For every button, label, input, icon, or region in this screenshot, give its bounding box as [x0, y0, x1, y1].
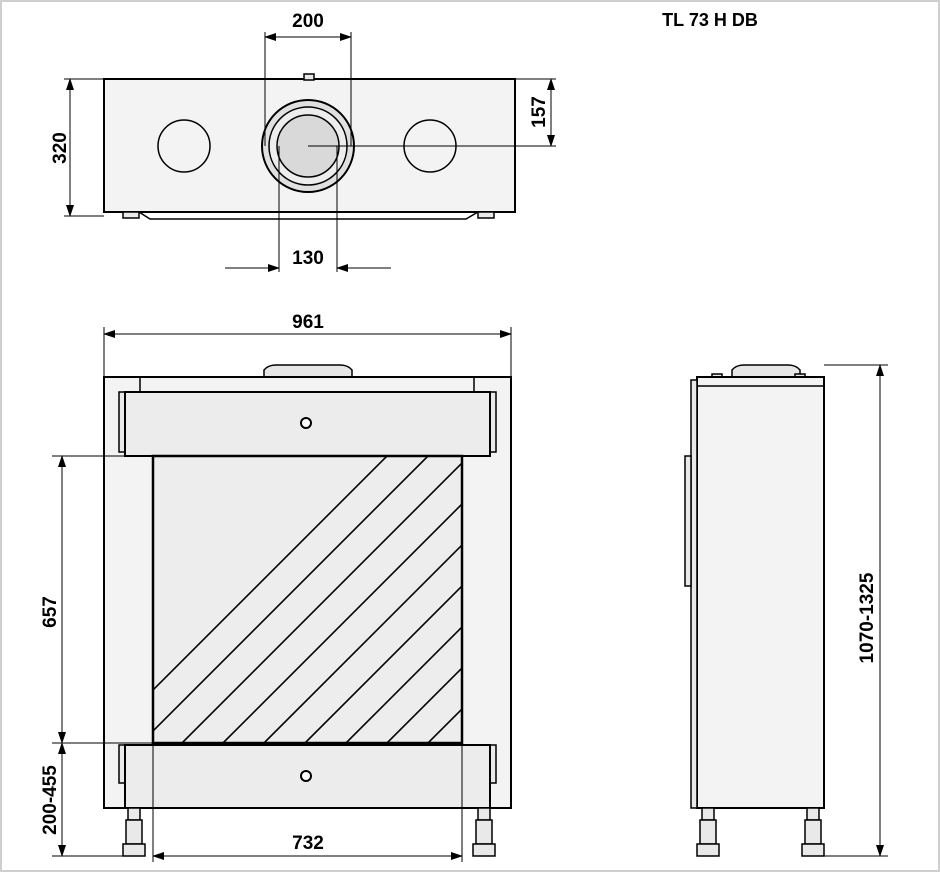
hatch-line — [386, 666, 462, 743]
dim-depth: 320 — [50, 132, 71, 164]
dim-glass-width: 732 — [292, 833, 324, 854]
glass-hatching — [153, 456, 462, 743]
top-view: 200 130 320 157 — [50, 11, 556, 272]
dim-flue-outer: 200 — [292, 11, 324, 32]
hatch-line — [153, 456, 388, 692]
front-legs — [122, 807, 496, 857]
side-door-handle — [684, 455, 692, 587]
upper-knob — [300, 417, 312, 429]
front-flue-collar — [263, 364, 353, 378]
side-front-frame — [690, 379, 698, 809]
lower-knob — [300, 770, 312, 782]
dim-glass-height: 657 — [40, 596, 61, 628]
hatch-line — [181, 461, 462, 743]
hatch-line — [304, 584, 462, 743]
side-view: 1070-1325 — [684, 364, 888, 857]
glass-door — [151, 454, 464, 745]
hatch-line — [345, 625, 462, 743]
left-air-opening — [157, 119, 211, 173]
side-legs — [696, 807, 825, 857]
model-title: TL 73 H DB — [662, 10, 758, 30]
dim-total-height: 1070-1325 — [857, 572, 878, 663]
side-flue-collar — [731, 364, 801, 378]
hatch-line — [263, 543, 462, 743]
dim-leg-height: 200-455 — [40, 765, 61, 835]
side-body — [696, 376, 825, 809]
hatch-line — [153, 456, 429, 733]
front-view: 961 657 — [40, 312, 512, 862]
dim-flue-offset: 157 — [529, 96, 550, 128]
dim-width: 961 — [292, 312, 324, 333]
hatch-line — [222, 502, 462, 743]
dim-flue-inner: 130 — [292, 248, 324, 269]
